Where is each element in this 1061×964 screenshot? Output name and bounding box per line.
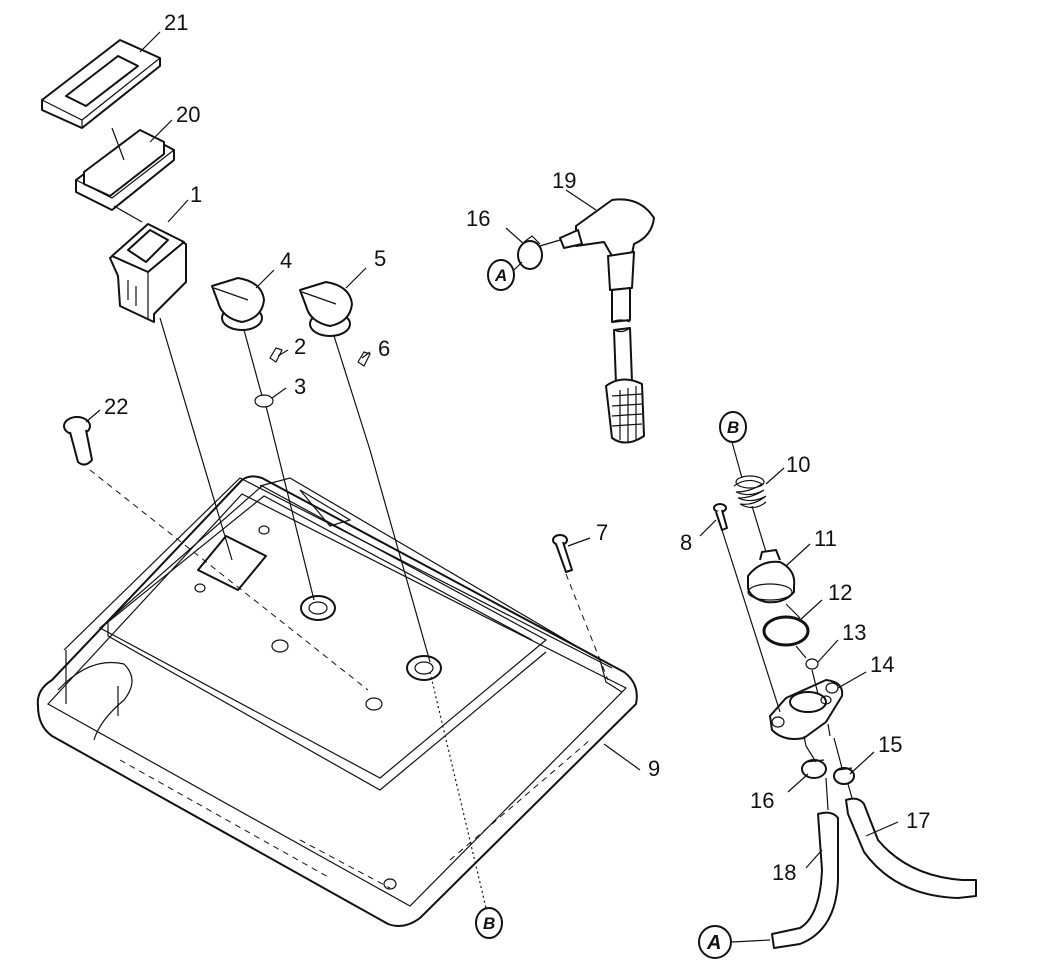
label-14: 14 bbox=[870, 652, 894, 677]
label-18: 18 bbox=[772, 860, 796, 885]
part-16-clamp-bottom bbox=[801, 759, 827, 779]
part-6-shim bbox=[357, 351, 371, 367]
part-11-valve bbox=[747, 549, 796, 604]
svg-text:A: A bbox=[494, 266, 507, 285]
part-19-pickup-tube bbox=[559, 198, 655, 444]
label-4: 4 bbox=[280, 248, 292, 273]
label-12: 12 bbox=[828, 580, 852, 605]
svg-text:A: A bbox=[706, 932, 721, 954]
label-15: 15 bbox=[878, 732, 902, 757]
label-6: 6 bbox=[378, 336, 390, 361]
svg-text:B: B bbox=[727, 418, 739, 437]
part-labels: 21 20 1 4 5 2 6 3 22 7 8 9 10 11 12 13 1… bbox=[104, 10, 930, 885]
label-7: 7 bbox=[596, 520, 608, 545]
part-13-washer bbox=[805, 658, 819, 670]
part-7-screw bbox=[552, 534, 573, 573]
label-21: 21 bbox=[164, 10, 188, 35]
assembly-lines bbox=[89, 127, 853, 943]
label-3: 3 bbox=[294, 374, 306, 399]
part-4-knob bbox=[211, 277, 265, 331]
connector-a-top: A bbox=[487, 259, 515, 291]
callout-leaders bbox=[85, 31, 899, 869]
label-5: 5 bbox=[374, 246, 386, 271]
label-22: 22 bbox=[104, 394, 128, 419]
label-10: 10 bbox=[786, 452, 810, 477]
part-5-knob bbox=[299, 281, 353, 337]
connector-a-bottom: A bbox=[698, 925, 732, 959]
part-12-o-ring bbox=[762, 615, 810, 647]
part-20-cover bbox=[75, 129, 175, 211]
label-8: 8 bbox=[680, 530, 692, 555]
connector-b-bottom: B bbox=[475, 907, 503, 939]
label-13: 13 bbox=[842, 620, 866, 645]
label-17: 17 bbox=[906, 808, 930, 833]
part-21-bezel bbox=[41, 39, 161, 129]
part-8-screw bbox=[713, 503, 728, 531]
part-15-clamp bbox=[833, 767, 855, 785]
label-11: 11 bbox=[814, 526, 837, 551]
part-2-shim bbox=[269, 347, 283, 363]
part-18-hose bbox=[771, 811, 839, 949]
connector-b-top: B bbox=[719, 411, 747, 443]
label-16-top: 16 bbox=[466, 206, 490, 231]
part-22-pin bbox=[63, 416, 93, 466]
svg-text:B: B bbox=[483, 914, 495, 933]
part-14-manifold bbox=[769, 679, 844, 747]
label-2: 2 bbox=[294, 334, 306, 359]
label-9: 9 bbox=[648, 756, 660, 781]
part-16-clamp-top bbox=[517, 235, 543, 270]
part-1-switch bbox=[109, 223, 187, 323]
label-20: 20 bbox=[176, 102, 200, 127]
part-9-housing bbox=[36, 475, 638, 927]
label-19: 19 bbox=[552, 168, 576, 193]
part-10-spring bbox=[733, 475, 767, 509]
label-1: 1 bbox=[190, 182, 202, 207]
label-16-bottom: 16 bbox=[750, 788, 774, 813]
part-3-washer bbox=[254, 394, 274, 408]
part-17-hose bbox=[845, 797, 977, 899]
